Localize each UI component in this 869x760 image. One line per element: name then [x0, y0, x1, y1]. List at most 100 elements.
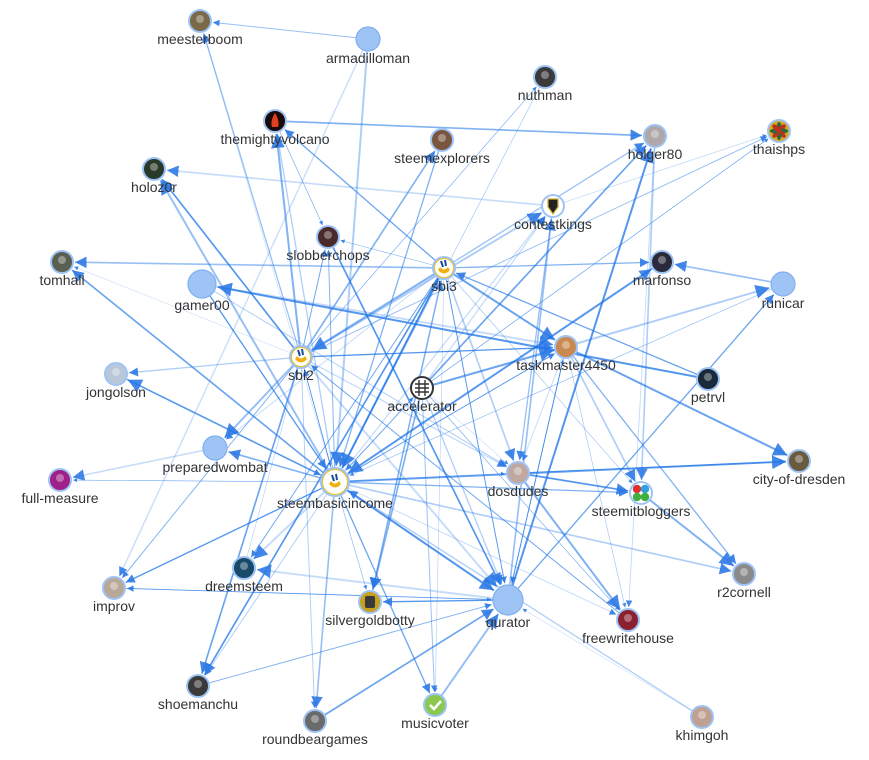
node-full-measure[interactable]: full-measure [21, 468, 99, 506]
edge-accelerator-to-freewritehouse [421, 387, 620, 611]
edge-jongolson-to-steembasicincome [115, 373, 321, 476]
node-label-nuthman: nuthman [518, 87, 572, 103]
default-node-icon [770, 271, 796, 297]
node-label-petrvl: petrvl [691, 389, 725, 405]
sbi-hand-icon [295, 356, 307, 363]
node-city-of-dresden[interactable]: city-of-dresden [753, 449, 846, 487]
node-armadilloman[interactable]: armadilloman [326, 26, 410, 66]
edge-gamer00-to-steembasicincome [201, 283, 327, 470]
node-label-accelerator: accelerator [387, 398, 457, 414]
node-tomhall[interactable]: tomhall [39, 250, 85, 288]
node-slobberchops[interactable]: slobberchops [286, 225, 370, 263]
edge-petrvl-to-gamer00 [217, 282, 709, 380]
node-runicar[interactable]: runicar [762, 271, 805, 311]
node-label-steembasicincome: steembasicincome [277, 495, 393, 511]
node-improv[interactable]: improv [93, 576, 135, 614]
avatar-head-icon [58, 256, 66, 264]
edge-sbi2-to-thaishps [300, 136, 768, 358]
sbi-sprout-icon [440, 259, 447, 268]
node-shoemanchu[interactable]: shoemanchu [158, 674, 238, 712]
edge-sbi2-to-improv [121, 356, 302, 579]
node-themightyvolcano[interactable]: themightyvolcano [221, 109, 330, 147]
node-contestkings[interactable]: contestkings [514, 194, 592, 232]
edge-accelerator-to-contestkings [421, 216, 546, 389]
avatar-head-icon [240, 562, 248, 570]
node-khimgoh[interactable]: khimgoh [676, 705, 729, 743]
node-label-musicvoter: musicvoter [401, 715, 469, 731]
node-steemitbloggers[interactable]: steemitbloggers [592, 481, 691, 519]
sbi-sprout-icon [297, 348, 304, 357]
node-label-full-measure: full-measure [21, 490, 98, 506]
node-dreemsteem[interactable]: dreemsteem [205, 556, 283, 594]
node-label-slobberchops: slobberchops [286, 247, 369, 263]
node-qurator[interactable]: qurator [486, 584, 531, 630]
sbi-hand-icon [329, 481, 341, 488]
node-label-r2cornell: r2cornell [717, 584, 771, 600]
avatar-head-icon [438, 134, 446, 142]
node-preparedwombat[interactable]: preparedwombat [162, 435, 268, 475]
node-label-holoz0r: holoz0r [131, 179, 177, 195]
avatar-head-icon [624, 614, 632, 622]
node-r2cornell[interactable]: r2cornell [717, 562, 771, 600]
node-jongolson[interactable]: jongolson [85, 362, 146, 400]
node-thaishps[interactable]: thaishps [753, 119, 805, 157]
node-dosdudes[interactable]: dosdudes [488, 461, 549, 499]
node-holger80[interactable]: holger80 [628, 124, 683, 162]
edge-steembasicincome-to-preparedwombat [228, 449, 336, 483]
node-label-sbi2: sbi2 [288, 367, 314, 383]
edge-sbi2-to-tomhall [73, 266, 302, 358]
node-petrvl[interactable]: petrvl [691, 367, 725, 405]
node-roundbeargames[interactable]: roundbeargames [262, 709, 368, 747]
sbi-hand-icon [438, 267, 450, 274]
node-label-preparedwombat: preparedwombat [162, 459, 267, 475]
edge-dreemsteem-to-sbi2 [243, 369, 299, 569]
node-steemexplorers[interactable]: steemexplorers [394, 128, 490, 166]
node-freewritehouse[interactable]: freewritehouse [582, 608, 674, 646]
avatar-head-icon [194, 680, 202, 688]
node-musicvoter[interactable]: musicvoter [401, 693, 469, 731]
edge-qurator-to-silvergoldbotty [382, 597, 509, 607]
node-meesterboom[interactable]: meesterboom [157, 9, 243, 47]
edge-sbi3-to-musicvoter [433, 267, 445, 693]
node-sbi3[interactable]: sbi3 [431, 256, 457, 294]
edge-steembasicincome-to-improv [125, 481, 336, 583]
avatar-photo-icon [316, 225, 340, 249]
edge-sbi3-to-themightyvolcano [284, 129, 445, 269]
edge-sbi3-to-tomhall [74, 256, 445, 269]
node-label-freewritehouse: freewritehouse [582, 630, 674, 646]
avatar-head-icon [704, 373, 712, 381]
node-gamer00[interactable]: gamer00 [174, 269, 230, 313]
edge-khimgoh-to-steembasicincome [348, 490, 703, 718]
avatar-photo-icon [188, 9, 212, 33]
node-accelerator[interactable]: accelerator [387, 376, 457, 414]
edge-qurator-to-dreemsteem [256, 564, 509, 601]
avatar-head-icon [56, 474, 64, 482]
edge-improv-to-qurator [113, 587, 492, 602]
edge-sbi2-to-dosdudes [300, 356, 507, 468]
checkmark-icon [429, 700, 442, 711]
avatar-photo-icon [690, 705, 714, 729]
node-steembasicincome[interactable]: steembasicincome [277, 467, 393, 511]
node-label-silvergoldbotty: silvergoldbotty [325, 612, 415, 628]
sbi-logo-background-icon [435, 259, 453, 277]
edge-steembasicincome-to-meesterboom [202, 33, 336, 483]
node-label-gamer00: gamer00 [174, 297, 229, 313]
avatar-head-icon [740, 568, 748, 576]
edge-sbi2-to-steemexplorers [300, 150, 436, 358]
edge-steemitbloggers-to-r2cornell [640, 492, 735, 567]
node-sbi2[interactable]: sbi2 [288, 345, 314, 383]
edge-sbi2-to-shoemanchu [199, 356, 302, 674]
avatar-head-icon [562, 341, 570, 349]
node-silvergoldbotty[interactable]: silvergoldbotty [325, 590, 415, 628]
node-label-improv: improv [93, 598, 135, 614]
node-marfonso[interactable]: marfonso [633, 250, 692, 288]
node-label-khimgoh: khimgoh [676, 727, 729, 743]
node-holoz0r[interactable]: holoz0r [131, 157, 177, 195]
edge-taskmaster4450-to-freewritehouse [565, 346, 627, 608]
node-taskmaster4450[interactable]: taskmaster4450 [516, 335, 616, 373]
avatar-head-icon [324, 231, 332, 239]
node-nuthman[interactable]: nuthman [518, 65, 572, 103]
edge-qurator-to-contestkings [507, 218, 556, 601]
